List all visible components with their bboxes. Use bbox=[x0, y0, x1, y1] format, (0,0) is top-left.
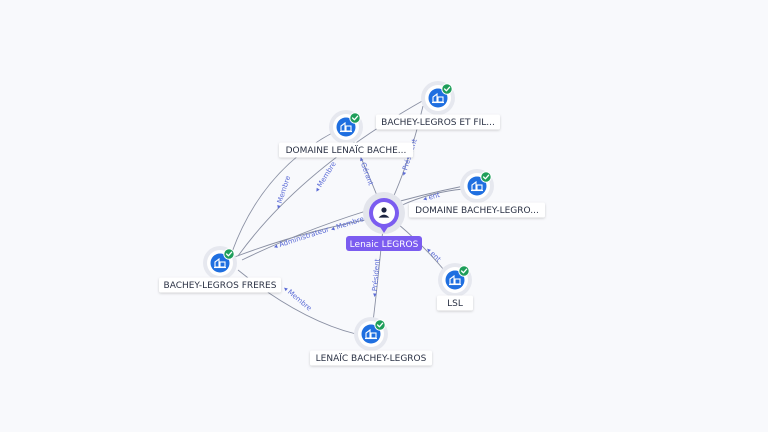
edge-center-to-lsl bbox=[397, 223, 445, 271]
company-node-bachey-legros-freres[interactable]: BACHEY-LEGROS FRERES bbox=[159, 246, 281, 293]
verified-check-icon bbox=[480, 171, 492, 183]
edge-labels-layer: ◂ Président ◂ Gérant ◂ ent ◂ Administrateur… bbox=[273, 138, 443, 313]
node-label-box bbox=[310, 350, 432, 366]
edge-bachey-legros-freres-to-domaine-lenaic-bachey bbox=[231, 131, 335, 253]
node-label-box bbox=[409, 202, 545, 218]
verified-check-icon bbox=[374, 319, 386, 331]
node-label-box bbox=[376, 114, 500, 130]
edge-label: ◂ Gérant bbox=[357, 156, 375, 187]
verified-check-icon bbox=[223, 248, 235, 260]
person-icon bbox=[378, 207, 390, 218]
company-icon bbox=[432, 92, 444, 104]
node-label: LENAÏC BACHEY-LEGROS bbox=[316, 353, 427, 364]
edge-label: ◂ Administrateur bbox=[273, 225, 331, 251]
node-label: DOMAINE BACHEY-LEGRO... bbox=[415, 206, 539, 216]
verified-check-icon bbox=[458, 265, 470, 277]
verified-check-icon bbox=[349, 112, 361, 124]
node-label-box bbox=[279, 142, 413, 158]
verified-check-icon bbox=[441, 83, 453, 95]
company-node-domaine-lenaic-bachey[interactable]: DOMAINE LENAÏC BACHE... bbox=[279, 110, 413, 158]
edge-label: ◂ Membre bbox=[274, 175, 292, 210]
center-core bbox=[373, 202, 395, 224]
edge-label: ◂ ent bbox=[424, 246, 442, 264]
node-label: BACHEY-LEGROS ET FIL... bbox=[381, 118, 495, 128]
edge-center-to-domaine-bachey-legros bbox=[399, 188, 465, 207]
company-node-bachey-legros-et-fils[interactable]: BACHEY-LEGROS ET FIL... bbox=[376, 81, 500, 130]
edge-bachey-legros-freres-to-domaine-bachey-legros bbox=[241, 185, 465, 261]
edge-label: ◂ Membre bbox=[330, 215, 365, 233]
company-icon bbox=[340, 121, 352, 133]
center-person-node[interactable]: Lenaic LEGROS bbox=[346, 192, 422, 251]
node-label-box bbox=[159, 277, 281, 293]
node-label: BACHEY-LEGROS FRERES bbox=[164, 281, 277, 291]
company-icon bbox=[471, 180, 483, 192]
nodes-layer: BACHEY-LEGROS ET FIL... DOMAINE LENAÏC BA… bbox=[159, 81, 545, 366]
edge-label: ◂ ent bbox=[422, 191, 441, 203]
company-node-lsl[interactable]: LSL bbox=[437, 263, 473, 311]
edge-label: ◂ Président bbox=[370, 258, 381, 297]
company-icon bbox=[214, 257, 226, 269]
company-node-lenaic-bachey-legros[interactable]: LENAÏC BACHEY-LEGROS bbox=[310, 317, 432, 366]
company-node-domaine-bachey-legros[interactable]: DOMAINE BACHEY-LEGRO... bbox=[409, 169, 545, 218]
node-label-box bbox=[437, 295, 473, 311]
center-label-box bbox=[346, 236, 422, 251]
edge-center-to-bachey-legros-freres bbox=[231, 218, 371, 259]
edge-label: ◂ Membre bbox=[313, 160, 338, 193]
node-label: LSL bbox=[447, 299, 463, 309]
edge-label: ◂ Membre bbox=[282, 284, 313, 312]
center-label: Lenaic LEGROS bbox=[350, 240, 419, 250]
company-icon bbox=[449, 274, 461, 286]
center-pin-tip bbox=[380, 227, 388, 233]
node-label: DOMAINE LENAÏC BACHE... bbox=[286, 145, 407, 156]
company-icon bbox=[365, 328, 377, 340]
